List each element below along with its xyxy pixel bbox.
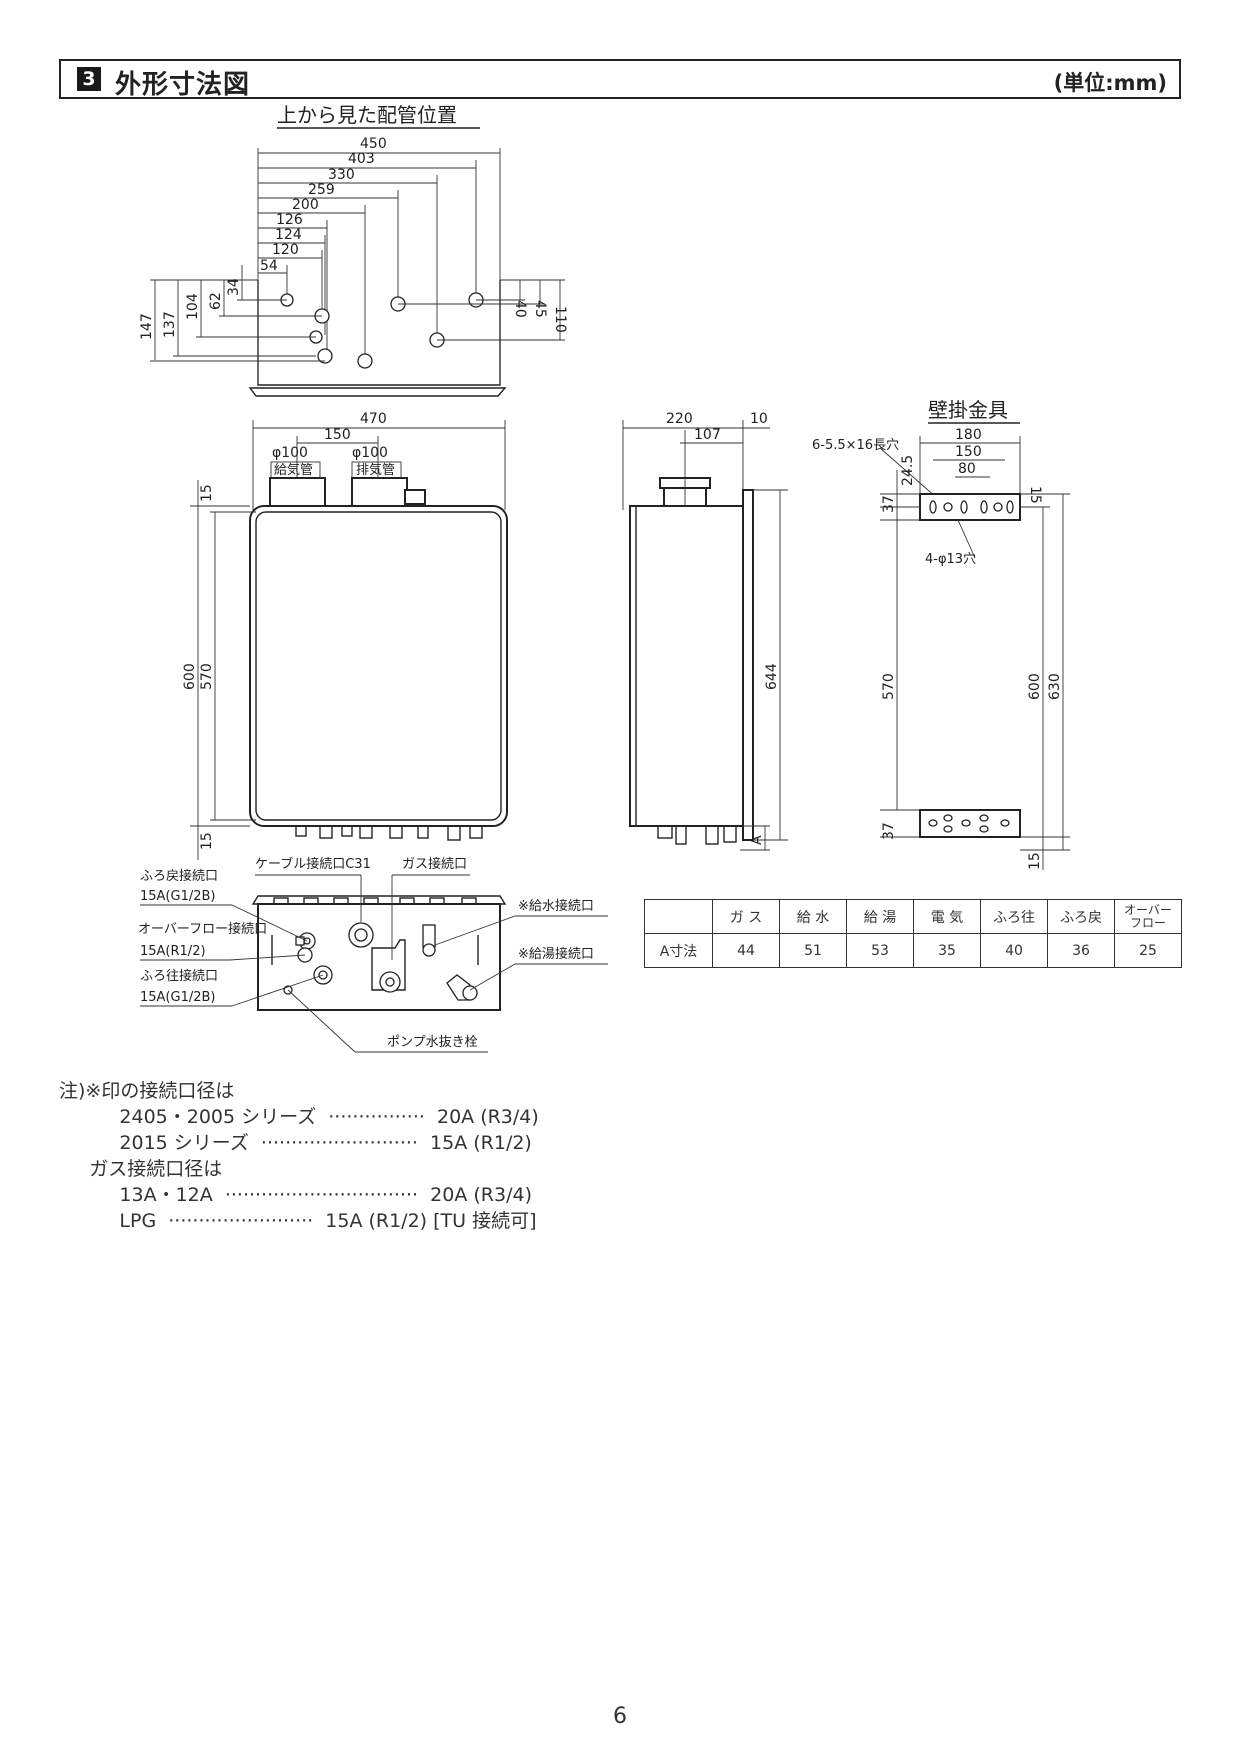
top-h-104: 104 bbox=[185, 293, 201, 320]
section-header: 3 外形寸法図 (単位:mm) bbox=[59, 59, 1181, 100]
label-overflow: オーバーフロー接続口 bbox=[138, 921, 267, 937]
table-header-cell: 電 気 bbox=[913, 899, 981, 934]
table-header-cell: ふろ戻 bbox=[1047, 899, 1115, 934]
table-cell: 36 bbox=[1047, 933, 1115, 968]
top-view: 上から見た配管位置 450 403 330 259 200 126 124 1 bbox=[139, 103, 568, 397]
a-dimension-table: ガ ス 給 水 給 湯 電 気 ふろ往 ふろ戻 オーバー フロー A寸法 44 … bbox=[644, 899, 1182, 968]
bracket-title: 壁掛金具 bbox=[928, 398, 1008, 422]
top-dim-126: 126 bbox=[276, 212, 303, 228]
label-furo-return: ふろ戻接続口 bbox=[140, 868, 218, 884]
top-dim-200: 200 bbox=[292, 197, 319, 213]
notes: 注)※印の接続口径は 2405・2005 シリーズ ··············… bbox=[59, 1078, 539, 1234]
bracket-hole-label: 4-φ13穴 bbox=[925, 552, 976, 567]
table-cell: 35 bbox=[913, 933, 981, 968]
top-dim-54: 54 bbox=[260, 258, 278, 274]
front-width: 470 bbox=[360, 411, 387, 427]
label-overflow-size: 15A(R1/2) bbox=[140, 944, 206, 959]
table-header-cell: オーバー フロー bbox=[1114, 899, 1182, 934]
bracket-h-37-bottom: 37 bbox=[881, 822, 897, 840]
side-pipe-offset: 107 bbox=[694, 427, 721, 443]
top-h-45: 45 bbox=[532, 300, 548, 318]
label-hot-out: ※給湯接続口 bbox=[518, 946, 594, 962]
exhaust-label: 排気管 bbox=[356, 462, 395, 478]
top-dim-403: 403 bbox=[348, 151, 375, 167]
label-water-in: ※給水接続口 bbox=[518, 898, 594, 914]
label-pump-drain: ポンプ水抜き栓 bbox=[387, 1034, 478, 1050]
note-line: 2015 シリーズ ·························· 15A… bbox=[59, 1132, 532, 1154]
intake-dia: φ100 bbox=[272, 445, 308, 461]
top-dim-120: 120 bbox=[272, 242, 299, 258]
unit-note: (単位:mm) bbox=[1053, 71, 1167, 95]
bracket-h-570: 570 bbox=[881, 673, 897, 700]
note-line: 2405・2005 シリーズ ················ 20A (R3/… bbox=[59, 1106, 539, 1128]
front-top-15: 15 bbox=[199, 484, 215, 502]
table-header-cell: 給 湯 bbox=[846, 899, 914, 934]
bracket-h-15-bottom: 15 bbox=[1027, 852, 1043, 870]
table-cell: 40 bbox=[980, 933, 1048, 968]
section-number: 3 bbox=[77, 67, 101, 91]
wall-bracket: 壁掛金具 6-5.5×16長穴 180 150 80 4-φ13穴 bbox=[812, 398, 1070, 870]
bracket-w-150: 150 bbox=[955, 444, 982, 460]
bracket-h-630: 630 bbox=[1047, 673, 1063, 700]
page-number: 6 bbox=[613, 1704, 627, 1729]
bracket-h-600: 600 bbox=[1027, 673, 1043, 700]
table-cell: 53 bbox=[846, 933, 914, 968]
side-view: 220 10 107 644 A bbox=[622, 411, 788, 851]
table-row: A寸法 44 51 53 35 40 36 25 bbox=[644, 933, 1182, 968]
bracket-h-24-5: 24.5 bbox=[900, 455, 916, 486]
intake-label: 給気管 bbox=[274, 462, 313, 478]
note-line: 注)※印の接続口径は bbox=[59, 1080, 235, 1102]
table-header-cell bbox=[644, 899, 713, 934]
top-h-62: 62 bbox=[208, 292, 224, 310]
section-title: 外形寸法図 bbox=[115, 70, 251, 100]
note-line: LPG ························ 15A (R1/2) … bbox=[59, 1210, 537, 1232]
table-header-row: ガ ス 給 水 給 湯 電 気 ふろ往 ふろ戻 オーバー フロー bbox=[644, 899, 1182, 934]
exhaust-dia: φ100 bbox=[352, 445, 388, 461]
bracket-slot-label: 6-5.5×16長穴 bbox=[812, 438, 899, 453]
table-cell: 51 bbox=[779, 933, 847, 968]
top-h-34: 34 bbox=[226, 278, 242, 296]
top-view-title: 上から見た配管位置 bbox=[277, 103, 457, 127]
label-furo-go: ふろ往接続口 bbox=[140, 968, 218, 984]
top-dim-124: 124 bbox=[275, 227, 302, 243]
bracket-h-37-top: 37 bbox=[881, 495, 897, 513]
bottom-view: ふろ戻接続口 15A(G1/2B) ケーブル接続口C31 ガス接続口 オーバーフ… bbox=[138, 856, 608, 1053]
bracket-w-80: 80 bbox=[958, 461, 976, 477]
bracket-h-15: 15 bbox=[1027, 486, 1043, 504]
table-cell: 25 bbox=[1114, 933, 1182, 968]
label-furo-return-size: 15A(G1/2B) bbox=[140, 889, 216, 904]
top-dim-259: 259 bbox=[308, 182, 335, 198]
label-furo-go-size: 15A(G1/2B) bbox=[140, 990, 216, 1005]
side-height-644: 644 bbox=[764, 663, 780, 690]
side-depth: 220 bbox=[666, 411, 693, 427]
top-dim-330: 330 bbox=[328, 167, 355, 183]
note-line: ガス接続口径は bbox=[59, 1158, 223, 1180]
top-h-40: 40 bbox=[512, 300, 528, 318]
front-pipe-spacing: 150 bbox=[324, 427, 351, 443]
front-view: 470 150 φ100 給気管 φ100 排気管 bbox=[182, 411, 508, 860]
front-height-600: 600 bbox=[182, 663, 198, 690]
label-gas: ガス接続口 bbox=[402, 856, 467, 872]
table-cell: 44 bbox=[712, 933, 780, 968]
table-row-label: A寸法 bbox=[644, 933, 713, 968]
side-back-gap: 10 bbox=[750, 411, 768, 427]
note-line: 13A・12A ································… bbox=[59, 1184, 532, 1206]
front-bottom-15: 15 bbox=[199, 832, 215, 850]
top-h-147: 147 bbox=[139, 313, 155, 340]
front-height-570: 570 bbox=[199, 663, 215, 690]
table-header-cell: 給 水 bbox=[779, 899, 847, 934]
table-header-cell: ガ ス bbox=[712, 899, 780, 934]
label-cable: ケーブル接続口C31 bbox=[255, 856, 371, 872]
top-dim-450: 450 bbox=[360, 136, 387, 152]
bracket-w-180: 180 bbox=[955, 427, 982, 443]
top-h-137: 137 bbox=[162, 311, 178, 338]
table-header-cell: ふろ往 bbox=[980, 899, 1048, 934]
side-a-label: A bbox=[749, 835, 765, 845]
top-h-110: 110 bbox=[552, 306, 568, 333]
